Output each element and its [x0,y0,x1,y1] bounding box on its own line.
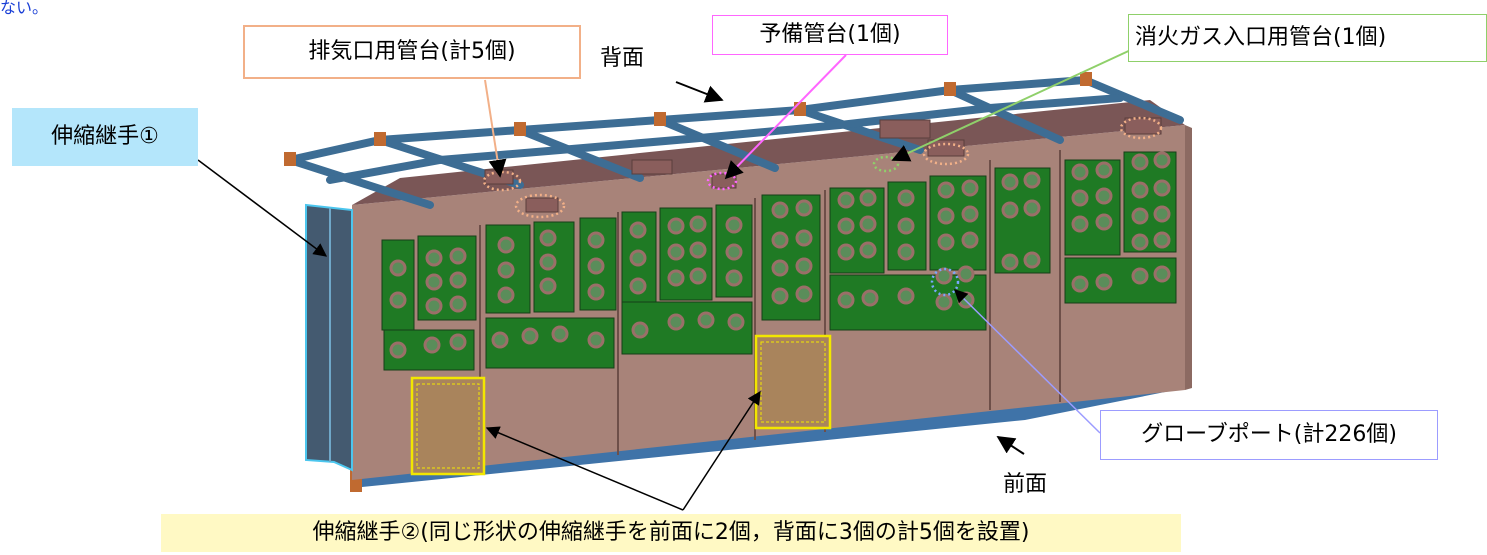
leader-joint2-left [485,426,684,511]
leader-front [996,436,1025,455]
leader-joint2-center [682,390,761,511]
section-dividers [479,150,1061,468]
leader-back [675,81,724,103]
expansion-joint-1-callout: 伸縮継手① [12,108,198,166]
fire-gas-nozzle-marker [872,155,900,173]
exhaust-nozzle-marker-3 [922,142,970,166]
fire-gas-nozzle-callout: 消火ガス入口用管台(1個) [1128,14,1487,62]
leader-glove-port [954,289,1101,434]
roof-truss-ends [284,72,1092,166]
exhaust-nozzle-marker-2 [514,193,566,219]
leader-joint1 [197,159,328,257]
exhaust-nozzle-marker-1 [482,170,522,192]
spare-nozzle-marker [706,171,738,191]
leader-exhaust [484,79,507,178]
leader-fire-gas [891,47,1136,162]
exhaust-nozzle-callout: 排気口用管台(計5個) [243,25,581,79]
right-end-wall [1185,125,1192,390]
glove-ports [389,151,1171,359]
roof [352,100,1185,205]
glove-port-marker [930,267,960,297]
expansion-joint-2-left [410,376,486,476]
spare-nozzle-callout: 予備管台(1個) [712,15,948,55]
expansion-joint-2-center [754,334,832,430]
leader-spare [724,54,847,180]
back-label: 背面 [600,46,645,71]
glove-port-callout: グローブポート(計226個) [1100,410,1438,460]
front-label: 前面 [1003,472,1048,497]
exhaust-nozzle-marker-4 [1119,116,1163,140]
expansion-joint-2-callout: 伸縮継手②(同じ形状の伸縮継手を前面に2個，背面に3個の計5個を設置) [161,514,1181,552]
top-note-fragment: ない。 [0,0,49,17]
